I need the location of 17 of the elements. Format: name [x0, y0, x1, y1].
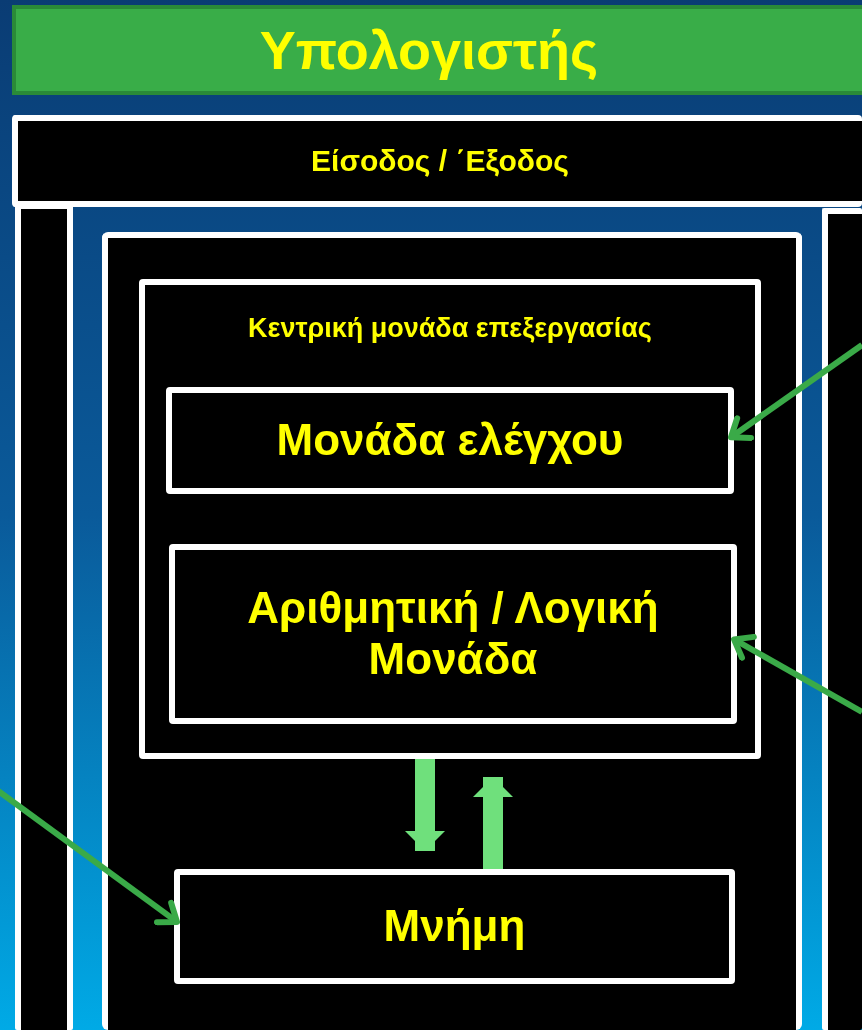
node-label: Μνήμη	[383, 901, 526, 952]
control-unit-box	[166, 387, 734, 494]
container-box	[102, 232, 802, 1030]
block-arrow	[473, 777, 513, 869]
node-label: Μονάδα ελέγχου	[276, 415, 624, 466]
arrow	[731, 633, 862, 715]
title: Υπολογιστής	[259, 19, 599, 81]
side-bar	[822, 208, 862, 1030]
memory-box	[174, 869, 735, 984]
cpu-box	[139, 279, 761, 759]
node-label: Αριθμητική / Λογική Μονάδα	[246, 583, 660, 685]
node-label: Είσοδος / ΄Εξοδος	[311, 143, 569, 179]
alu-box	[169, 544, 737, 724]
node-label: Κεντρική μονάδα επεξεργασίας	[248, 313, 652, 345]
io-box	[12, 115, 862, 207]
block-arrow	[405, 759, 445, 851]
arrow	[728, 342, 862, 441]
